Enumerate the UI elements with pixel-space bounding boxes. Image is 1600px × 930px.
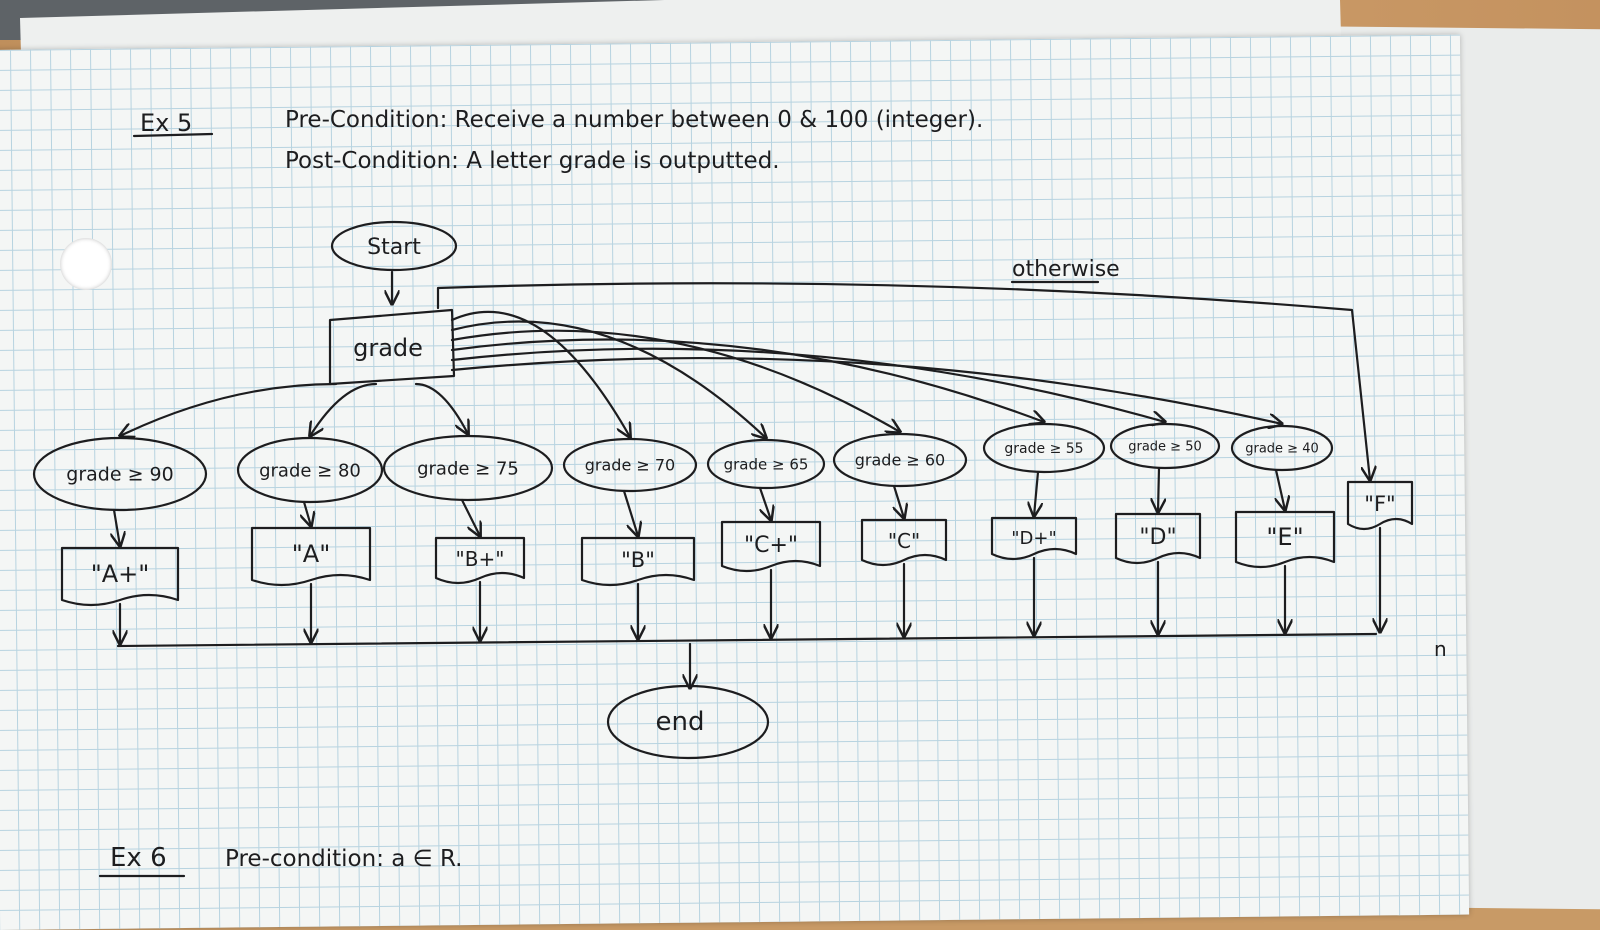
condition-node-1 [32,436,208,512]
yes-arrow-1 [114,508,120,546]
yes-arrow-7 [1034,470,1038,516]
exercise-6-label: Ex 6 [110,843,167,873]
output-box-1 [60,546,180,607]
output-label-10: "F" [1364,492,1395,516]
pre-condition-text: Pre-Condition: Receive a number between … [285,107,983,133]
output-box-8 [1114,512,1202,565]
merge-line [116,632,1378,648]
condition-label-6: grade ≥ 60 [855,451,945,470]
condition-label-2: grade ≥ 80 [259,460,361,481]
output-box-2 [250,526,372,587]
exercise-5-underline [132,132,214,138]
otherwise-label: otherwise [1012,257,1120,282]
output-box-6 [860,518,948,567]
branch-arrow-6 [450,329,900,432]
output-label-4: "B" [621,548,655,572]
exercise-5-label: Ex 5 [140,109,192,137]
start-label: Start [367,235,421,260]
output-box-4 [580,536,696,587]
condition-node-6 [832,432,968,488]
start-terminal [330,220,458,272]
condition-label-4: grade ≥ 70 [585,456,675,475]
branch-arrow-5 [450,320,766,438]
output-label-3: "B+" [456,547,505,571]
decision-nodes: grade ≥ 90 grade ≥ 80 grade ≥ 75 grade ≥ 70… [32,310,1414,644]
flowchart: Ex 5 Pre-Condition: Receive a number bet… [32,107,1447,878]
branch-arrow-9 [450,356,1282,424]
output-label-5: "C+" [744,533,798,558]
grade-input-label: grade [353,334,423,362]
branch-arrow-1 [120,382,338,436]
condition-label-1: grade ≥ 90 [66,464,173,486]
yes-arrow-3 [460,498,480,536]
condition-node-3 [382,434,554,502]
condition-label-7: grade ≥ 55 [1004,441,1083,457]
margin-mark: n [1434,637,1447,661]
exercise-6-pre-condition: Pre-condition: a ∈ R. [225,846,463,872]
condition-node-4 [562,437,698,493]
condition-label-9: grade ≥ 40 [1245,442,1319,457]
branch-arrow-7 [450,338,1044,422]
output-label-8: "D" [1139,525,1176,550]
yes-arrow-2 [304,500,311,526]
condition-node-2 [236,436,384,504]
post-condition-text: Post-Condition: A letter grade is output… [285,148,780,174]
yes-arrow-5 [758,486,771,520]
condition-label-8: grade ≥ 50 [1128,440,1202,455]
condition-label-3: grade ≥ 75 [417,458,519,479]
condition-node-7 [982,422,1106,474]
condition-label-5: grade ≥ 65 [724,455,809,473]
condition-node-9 [1230,424,1334,472]
yes-arrow-8 [1158,466,1159,512]
output-box-5 [720,520,822,573]
punch-hole [60,238,112,290]
yes-arrow-4 [622,489,638,536]
yes-arrow-6 [894,484,904,518]
output-label-7: "D+" [1011,528,1057,549]
condition-node-8 [1109,422,1221,470]
output-label-1: "A+" [91,560,150,588]
branch-arrow-3 [414,382,468,434]
grade-input-box [328,308,456,386]
output-label-9: "E" [1266,523,1303,551]
output-box-7 [990,516,1078,561]
output-label-6: "C" [888,529,920,553]
output-box-9 [1234,510,1336,569]
condition-node-5 [706,438,826,490]
branch-arrow-8 [450,347,1165,422]
output-box-10 [1346,480,1414,531]
branch-arrow-2 [310,382,378,436]
end-terminal [606,684,770,760]
output-label-2: "A" [292,540,331,568]
yes-arrow-9 [1276,468,1285,510]
branch-arrow-4 [450,310,630,437]
output-box-3 [434,536,526,585]
end-label: end [656,707,705,737]
otherwise-connector [436,282,1370,480]
